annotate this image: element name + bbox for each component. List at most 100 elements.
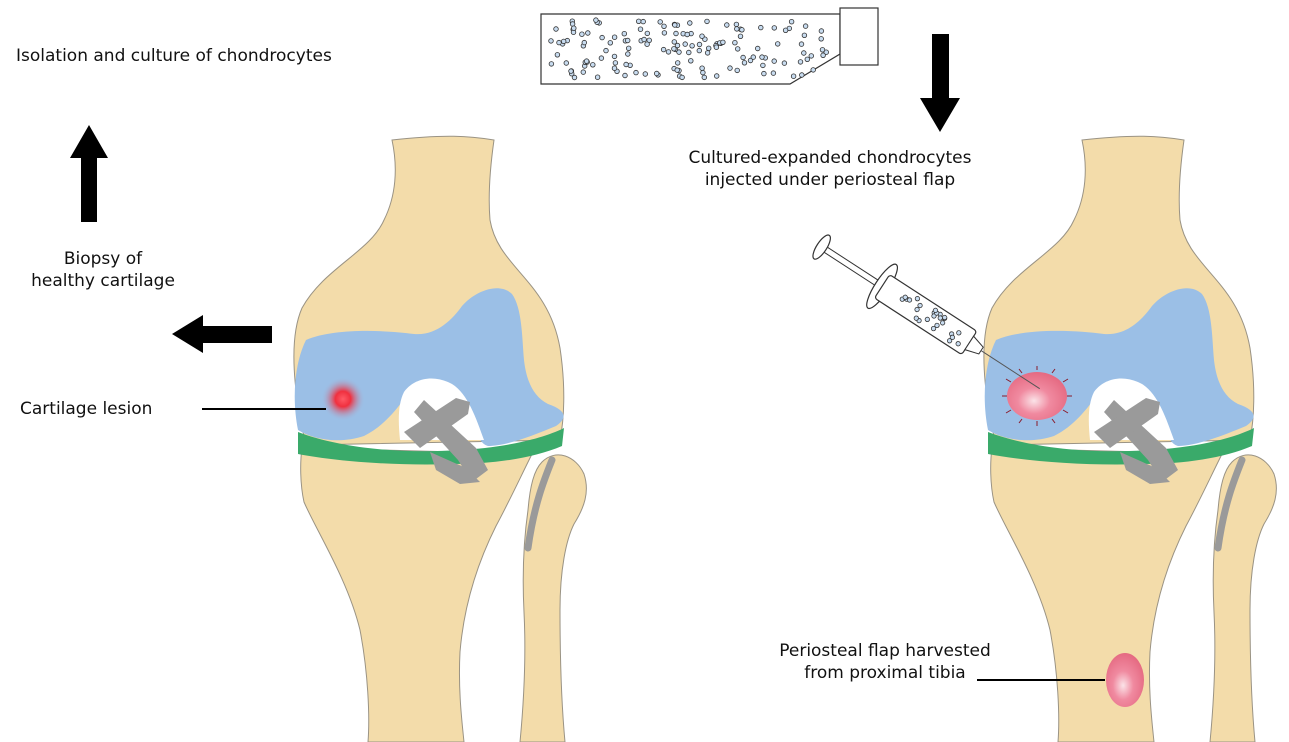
- cell-dot: [733, 40, 738, 45]
- cell-dot: [675, 68, 680, 73]
- cell-dot: [613, 61, 618, 66]
- culture-flask-icon: [541, 8, 878, 84]
- cell-dot: [626, 46, 631, 51]
- cell-dot: [612, 54, 617, 59]
- up-arrow-icon: [70, 125, 108, 222]
- cell-dot: [689, 59, 694, 64]
- cultured-label: Cultured-expanded chondrocytes injected …: [670, 147, 990, 191]
- cell-dot: [658, 20, 663, 25]
- cell-dot: [697, 42, 702, 47]
- cell-dot: [674, 31, 679, 36]
- cell-dot: [700, 34, 705, 39]
- cell-dot: [728, 66, 733, 71]
- cell-dot: [612, 66, 617, 71]
- cell-dot: [705, 51, 710, 56]
- cartilage-lesion-spot: [321, 377, 365, 421]
- cell-dot: [677, 50, 682, 55]
- cell-dot: [561, 39, 566, 44]
- cell-dot: [564, 61, 569, 66]
- cell-dot: [572, 26, 577, 31]
- cell-dot: [799, 42, 804, 47]
- cell-dot: [549, 62, 554, 67]
- cell-dot: [706, 46, 711, 51]
- cell-dot: [594, 18, 599, 23]
- cell-dot: [645, 31, 650, 36]
- biopsy-label-line2: healthy cartilage: [28, 270, 178, 292]
- cell-dot: [683, 42, 688, 47]
- cell-dot: [805, 57, 810, 62]
- cell-dot: [771, 71, 776, 76]
- cell-dot: [572, 75, 577, 80]
- cell-dot: [802, 33, 807, 38]
- cell-dot: [608, 41, 613, 46]
- cell-dot: [751, 55, 756, 60]
- cell-dot: [555, 53, 560, 58]
- cell-dot: [554, 27, 559, 32]
- cell-dot: [705, 19, 710, 24]
- cultured-label-line2: injected under periosteal flap: [670, 169, 990, 191]
- cell-dot: [690, 44, 695, 49]
- cell-dot: [819, 29, 824, 34]
- cell-dot: [775, 42, 780, 47]
- cell-dot: [638, 27, 643, 32]
- flap-label-line1: Periosteal flap harvested: [760, 640, 1010, 662]
- cell-dot: [600, 35, 605, 40]
- flap-label-line2: from proximal tibia: [760, 662, 1010, 684]
- cell-dot: [735, 27, 740, 32]
- cell-dot: [741, 55, 746, 60]
- cell-dot: [672, 40, 677, 45]
- cell-dot: [738, 34, 743, 39]
- cell-dot: [584, 59, 589, 64]
- right-knee: [984, 136, 1276, 742]
- cell-dot: [626, 52, 631, 57]
- biopsy-label-line1: Biopsy of: [28, 248, 178, 270]
- cell-dot: [642, 37, 647, 42]
- cell-dot: [819, 37, 824, 42]
- cell-dot: [809, 54, 814, 59]
- isolation-label: Isolation and culture of chondrocytes: [16, 45, 332, 67]
- cell-dot: [622, 31, 627, 36]
- left-knee: [294, 136, 586, 742]
- cell-dot: [673, 23, 678, 28]
- cell-dot: [654, 71, 659, 76]
- cell-dot: [580, 32, 585, 37]
- cell-dot: [714, 74, 719, 79]
- cell-dot: [581, 70, 586, 75]
- cell-dot: [714, 45, 719, 50]
- cell-dot: [772, 59, 777, 64]
- cell-dot: [725, 23, 730, 28]
- cell-dot: [782, 61, 787, 66]
- cell-dot: [702, 75, 707, 80]
- cell-dot: [760, 55, 765, 60]
- cell-dot: [662, 24, 667, 29]
- cell-dot: [557, 40, 562, 45]
- cell-dot: [685, 32, 690, 37]
- cell-dot: [680, 75, 685, 80]
- cell-dot: [595, 75, 600, 80]
- cell-dot: [687, 50, 692, 55]
- cell-dot: [740, 28, 745, 33]
- cell-dot: [688, 21, 693, 26]
- cell-dot: [759, 25, 764, 30]
- cell-dot: [645, 42, 650, 47]
- down-arrow-icon: [920, 34, 960, 132]
- cell-dot: [735, 68, 740, 73]
- cell-dot: [783, 28, 788, 33]
- cell-dot: [636, 19, 641, 24]
- flap-label: Periosteal flap harvested from proximal …: [760, 640, 1010, 684]
- cell-dot: [761, 63, 766, 68]
- cell-dot: [742, 61, 747, 66]
- harvested-flap-spot: [1106, 653, 1144, 707]
- cell-dot: [789, 19, 794, 24]
- cell-dot: [641, 19, 646, 24]
- cell-dot: [666, 50, 671, 55]
- cell-dot: [604, 48, 609, 53]
- cell-dot: [772, 26, 777, 31]
- cell-dot: [582, 40, 587, 45]
- cell-dot: [591, 63, 596, 68]
- cell-dot: [612, 35, 617, 40]
- cell-dot: [734, 22, 739, 27]
- cell-dot: [800, 73, 805, 78]
- lesion-label: Cartilage lesion: [20, 398, 152, 420]
